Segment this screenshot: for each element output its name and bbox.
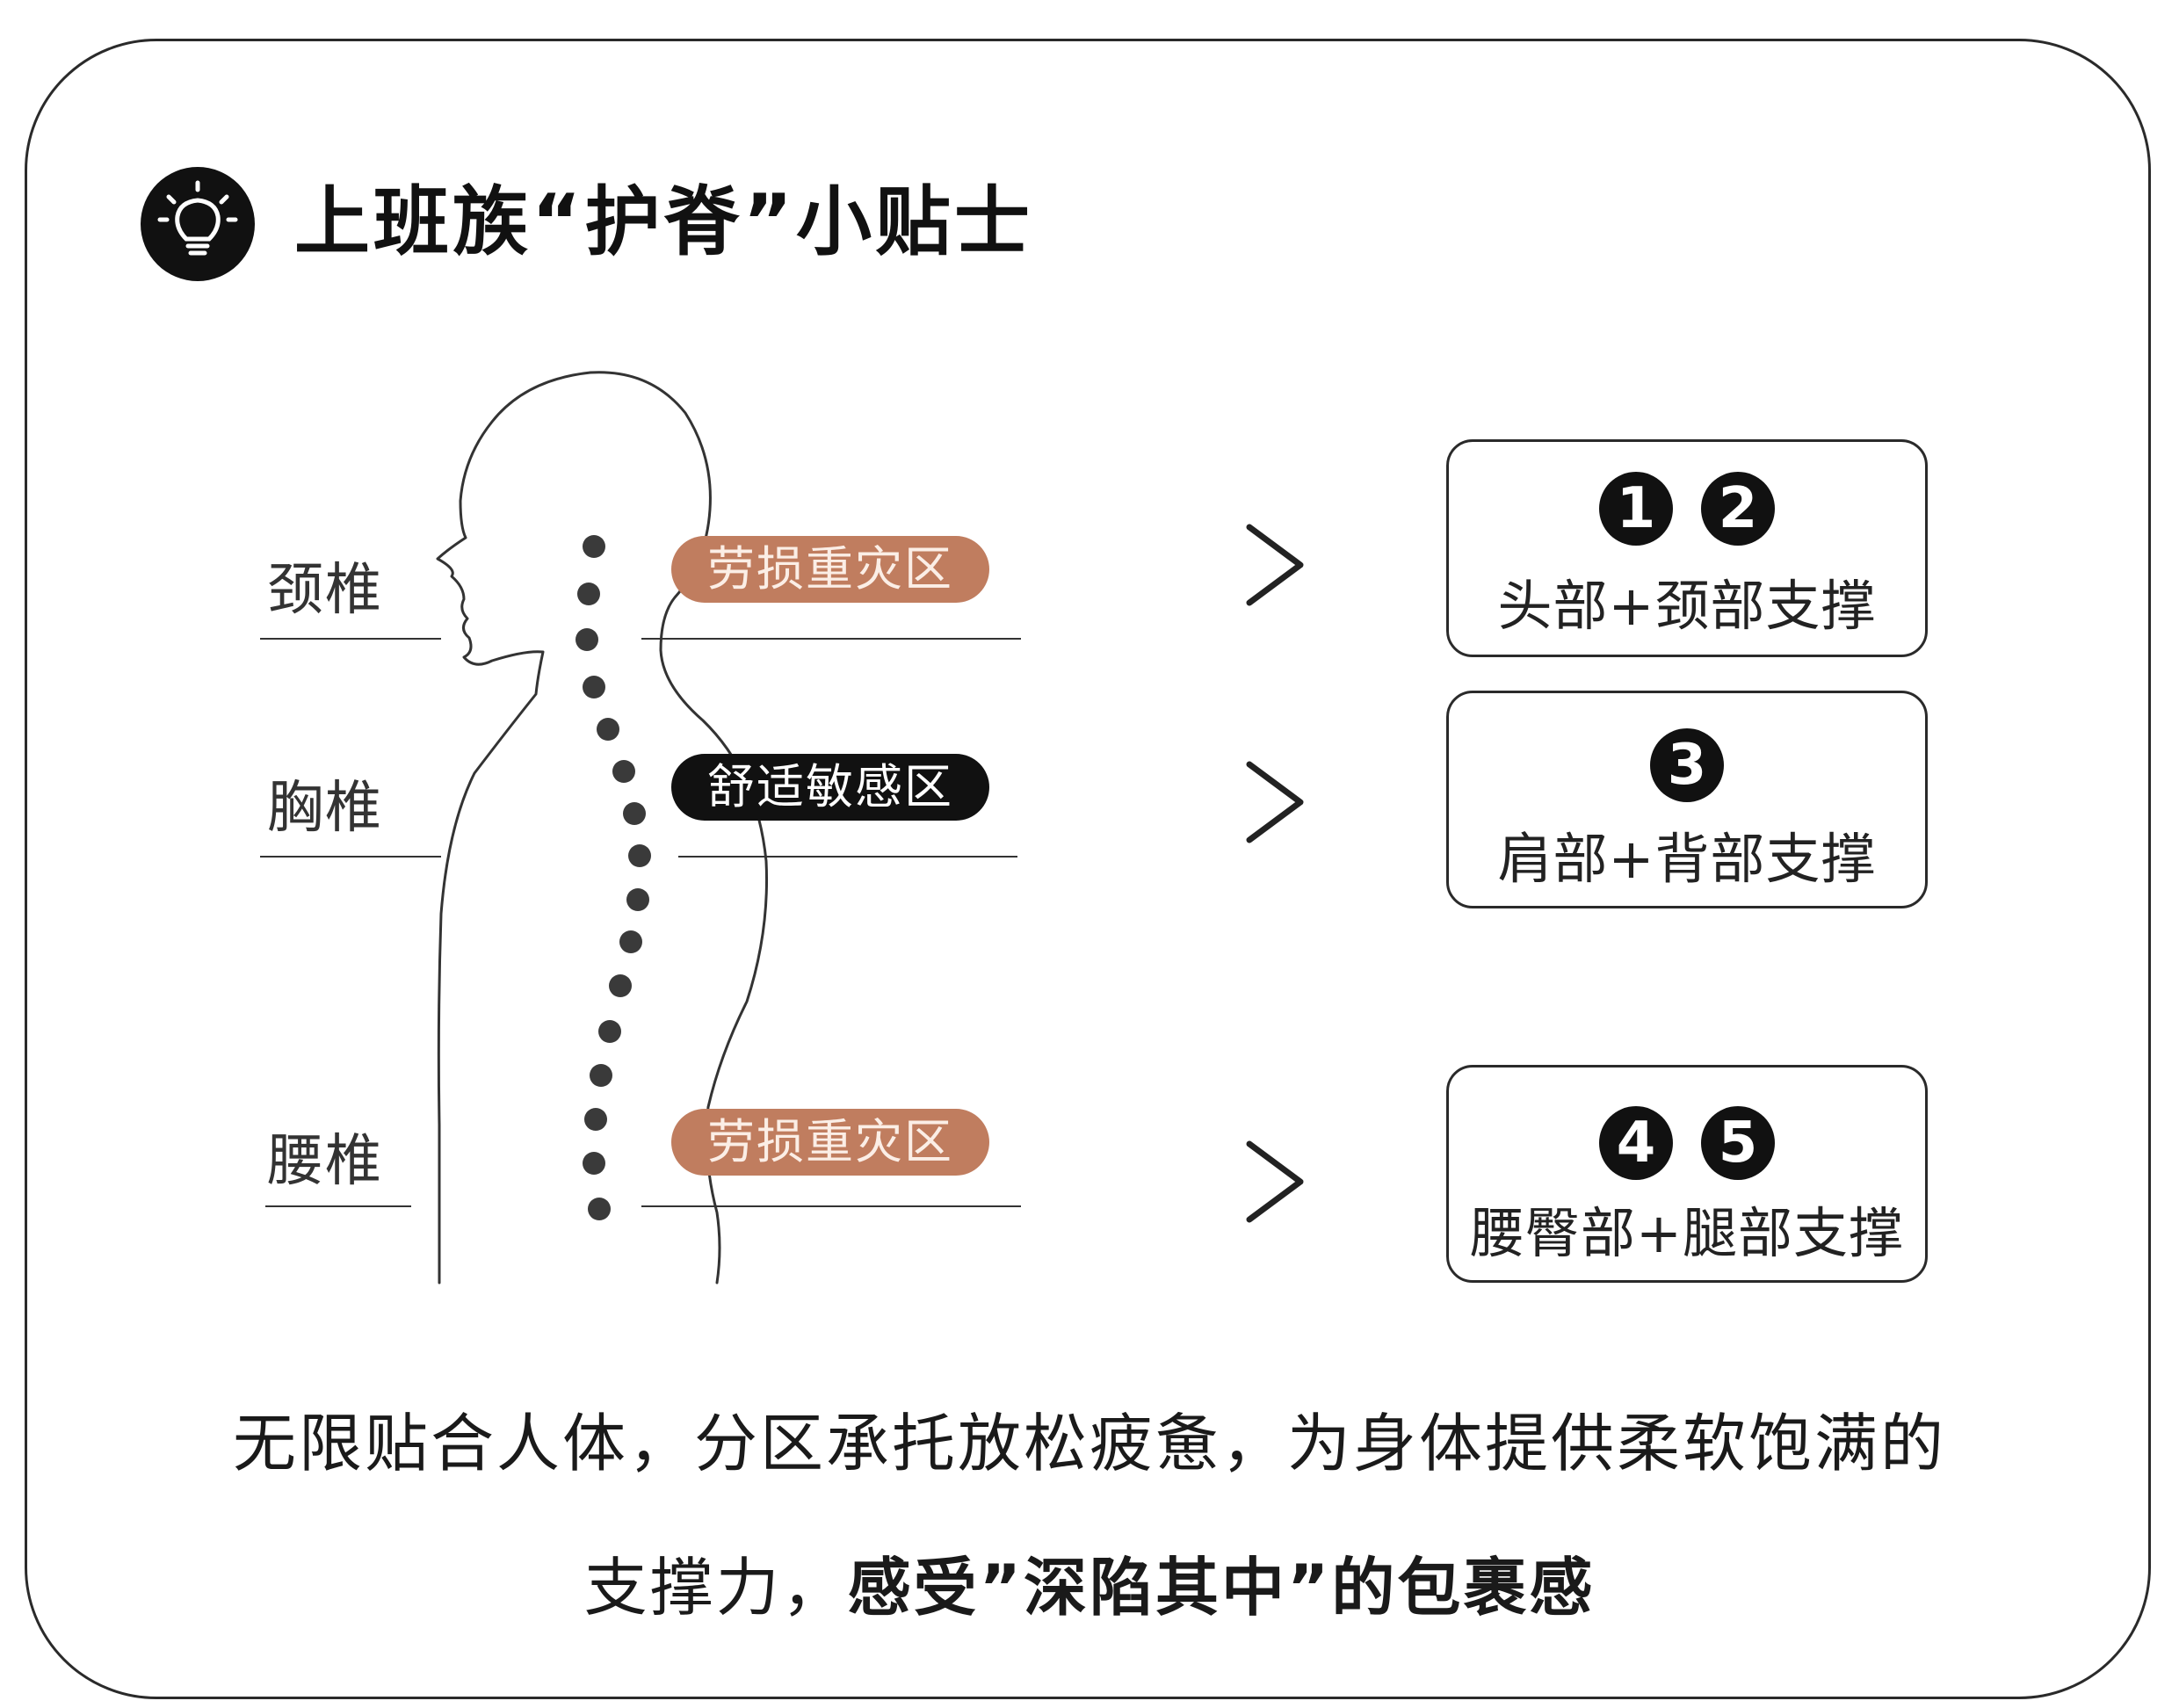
zone-badge-thoracic: 舒适敏感区 [671,754,989,821]
support-label: 肩部+背部支撑 [1497,827,1877,891]
caption-emphasis: 感受”深陷其中”的包裹感 [847,1551,1596,1625]
chevron-right-icon [1246,761,1304,843]
page-title: 上班族“护脊”小贴士 [294,178,1034,266]
caption-line-2: 支撑力，感受”深陷其中”的包裹感 [0,1536,2179,1628]
number-badge: 5 [1701,1106,1775,1180]
chevron-right-icon [1246,1140,1304,1223]
support-box-shoulder-back: 3 肩部+背部支撑 [1446,691,1928,908]
divider-line [641,638,1021,640]
region-label-cervical: 颈椎 [267,558,383,623]
caption-regular: 支撑力， [583,1551,848,1625]
divider-line [260,856,441,858]
lightbulb-icon [141,167,255,281]
number-badge: 3 [1650,728,1724,802]
caption-line-1: 无限贴合人体，分区承托放松疲惫，为身体提供柔软饱满的 [232,1407,1946,1480]
number-badge: 4 [1599,1106,1673,1180]
zone-badge-lumbar: 劳损重灾区 [671,1109,989,1176]
zone-badge-cervical: 劳损重灾区 [671,536,989,603]
region-label-thoracic: 胸椎 [267,776,383,841]
region-label-lumbar: 腰椎 [267,1129,383,1194]
number-badge: 1 [1599,472,1673,546]
support-numbers: 3 [1449,728,1925,802]
divider-line [641,1205,1021,1207]
number-badge: 2 [1701,472,1775,546]
support-label: 头部+颈部支撑 [1497,574,1877,638]
divider-line [265,1205,411,1207]
support-label: 腰臀部+腿部支撑 [1470,1201,1904,1265]
divider-line [260,638,441,640]
divider-line [678,856,1017,858]
chevron-right-icon [1246,524,1304,606]
